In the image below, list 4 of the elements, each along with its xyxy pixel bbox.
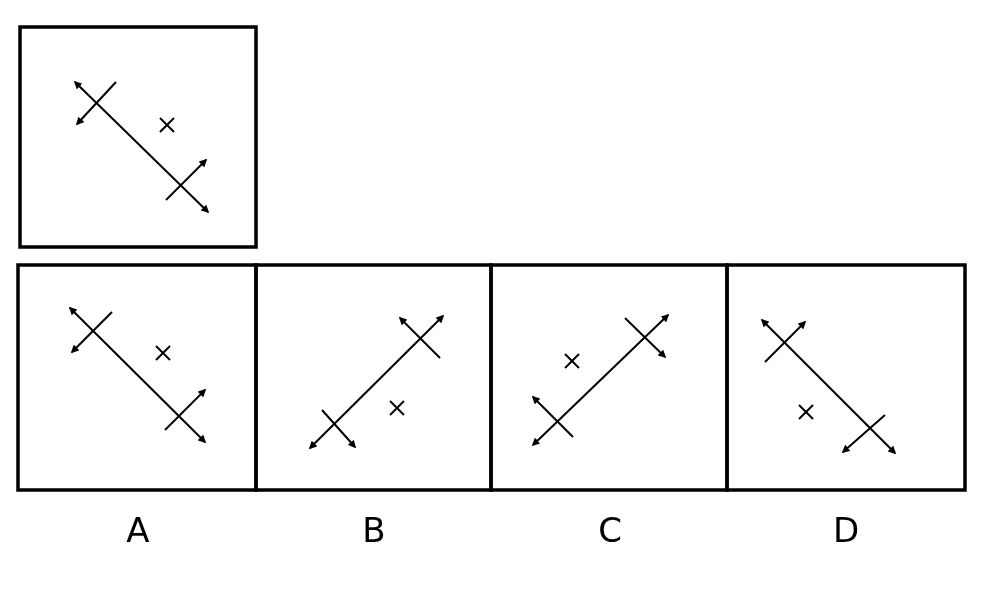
option-letter: C (597, 510, 623, 550)
option-letter: D (831, 510, 861, 550)
option-letter: A (125, 510, 151, 550)
option-letter: B (361, 510, 387, 550)
